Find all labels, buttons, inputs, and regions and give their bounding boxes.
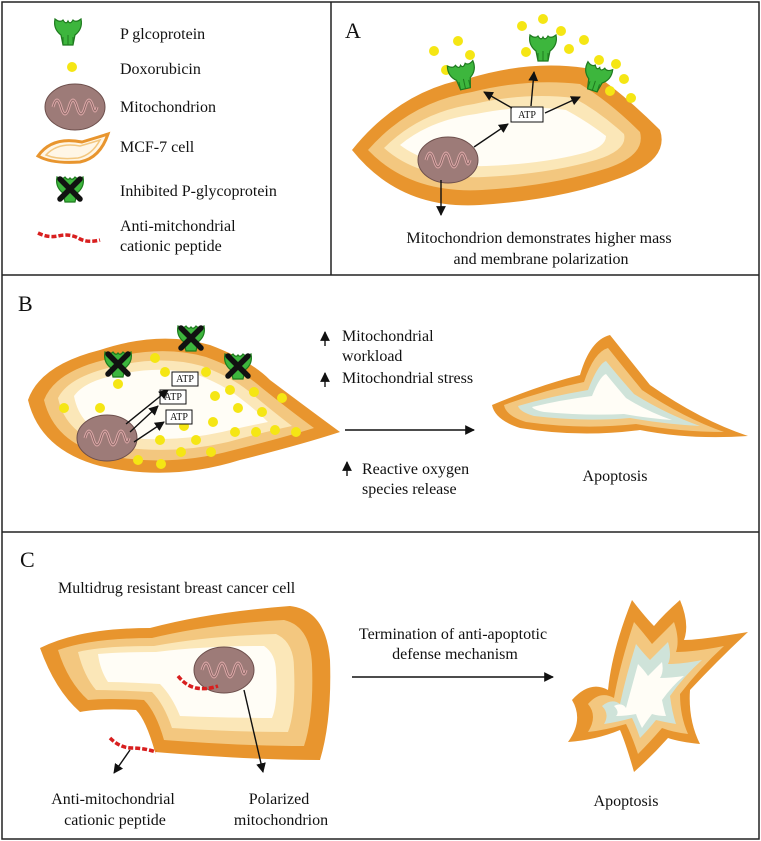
legend-label-inhibited: Inhibited P-glycoprotein <box>120 183 277 200</box>
panel-c-mitochondrion <box>192 645 256 695</box>
legend-label-mcf7: MCF-7 cell <box>120 139 195 156</box>
panel-b: B ATP ATP ATP <box>18 291 748 498</box>
panel-a-mitochondrion <box>416 135 480 185</box>
legend-label-peptide-line1: Anti-mitchondrial <box>120 218 236 235</box>
legend-label-pgp: P glcoprotein <box>120 26 205 43</box>
panel-c-peptide-outside <box>108 736 157 754</box>
panel-a-caption-line2: and membrane polarization <box>453 251 628 268</box>
panel-a-caption: Mitochondrion demonstrates higher mass a… <box>406 230 675 268</box>
panel-c-letter: C <box>20 547 35 572</box>
panel-c: C Multidrug resistant breast cancer cell… <box>20 547 748 829</box>
panel-a-atp-box: ATP <box>510 106 544 123</box>
inhibited-p-glycoprotein-icon <box>57 177 84 202</box>
peptide-icon <box>37 231 101 244</box>
panel-a-atp-label: ATP <box>518 110 536 121</box>
panel-b-inhibited-pgp-3 <box>225 354 252 379</box>
panel-c-arrow-label-line1: Termination of anti-apoptotic <box>359 626 547 643</box>
panel-b-atp-label-1: ATP <box>176 374 194 385</box>
panel-c-mito-label-line2: mitochondrion <box>234 812 328 829</box>
panel-b-effect-ros: Reactive oxygen species release <box>362 461 473 498</box>
panel-b-effects: Mitochondrial workload Mitochondrial str… <box>320 328 473 498</box>
panel-a-cell <box>352 65 662 206</box>
p-glycoprotein-icon <box>53 18 83 46</box>
panel-c-apoptotic-cell <box>568 600 748 772</box>
panel-a-arrows <box>436 71 581 216</box>
panel-b-effect-ros-line2: species release <box>362 481 457 498</box>
mitochondrion-icon <box>43 82 107 132</box>
panel-b-outcome: Apoptosis <box>583 468 648 485</box>
panel-c-peptide-label-line1: Anti-mitochondrial <box>51 791 175 808</box>
panel-c-peptide-label-line2: cationic peptide <box>64 812 166 829</box>
panel-a: A ATP Mitoc <box>345 14 675 268</box>
panel-b-atp-label-3: ATP <box>170 412 188 423</box>
legend-label-doxorubicin: Doxorubicin <box>120 61 201 78</box>
panel-c-peptide-inside <box>176 674 219 691</box>
legend-label-peptide: Anti-mitchondrial cationic peptide <box>120 218 240 255</box>
panel-b-doxorubicin <box>59 353 301 469</box>
panel-c-title: Multidrug resistant breast cancer cell <box>58 580 296 597</box>
panel-b-effect-workload: Mitochondrial workload <box>342 328 438 365</box>
panel-a-letter: A <box>345 18 361 43</box>
panel-c-peptide-label: Anti-mitochondrial cationic peptide <box>51 791 179 829</box>
panel-c-arrow-label-line2: defense mechanism <box>392 646 518 663</box>
panel-b-inhibited-pgp-1 <box>105 352 132 377</box>
panel-a-caption-line1: Mitochondrion demonstrates higher mass <box>406 230 671 247</box>
panel-b-effect-ros-line1: Reactive oxygen <box>362 461 469 478</box>
panel-b-letter: B <box>18 291 33 316</box>
panel-b-effect-workload-line2: workload <box>342 348 402 365</box>
panel-b-effect-workload-line1: Mitochondrial <box>342 328 434 345</box>
panel-a-doxorubicin <box>429 14 636 103</box>
panel-b-effect-stress: Mitochondrial stress <box>342 370 473 387</box>
legend-label-mitochondrion: Mitochondrion <box>120 99 216 116</box>
panel-c-outcome: Apoptosis <box>594 793 659 810</box>
panel-b-atp-label-2: ATP <box>164 392 182 403</box>
panel-b-inhibited-pgp-2 <box>178 326 205 351</box>
panel-c-arrow-label: Termination of anti-apoptotic defense me… <box>359 626 551 663</box>
panel-c-mito-label-line1: Polarized <box>249 791 309 808</box>
panel-a-pgp-2 <box>528 34 558 62</box>
mcf7-cell-icon <box>36 132 110 164</box>
panel-c-mito-label: Polarized mitochondrion <box>234 791 328 829</box>
legend: P glcoprotein Doxorubicin Mitochondrion … <box>36 18 277 255</box>
panel-b-arrows <box>125 389 475 443</box>
panel-b-apoptotic-cell <box>492 335 748 438</box>
doxorubicin-icon <box>67 62 77 72</box>
legend-label-peptide-line2: cationic peptide <box>120 238 222 255</box>
panel-c-arrows <box>113 672 554 774</box>
